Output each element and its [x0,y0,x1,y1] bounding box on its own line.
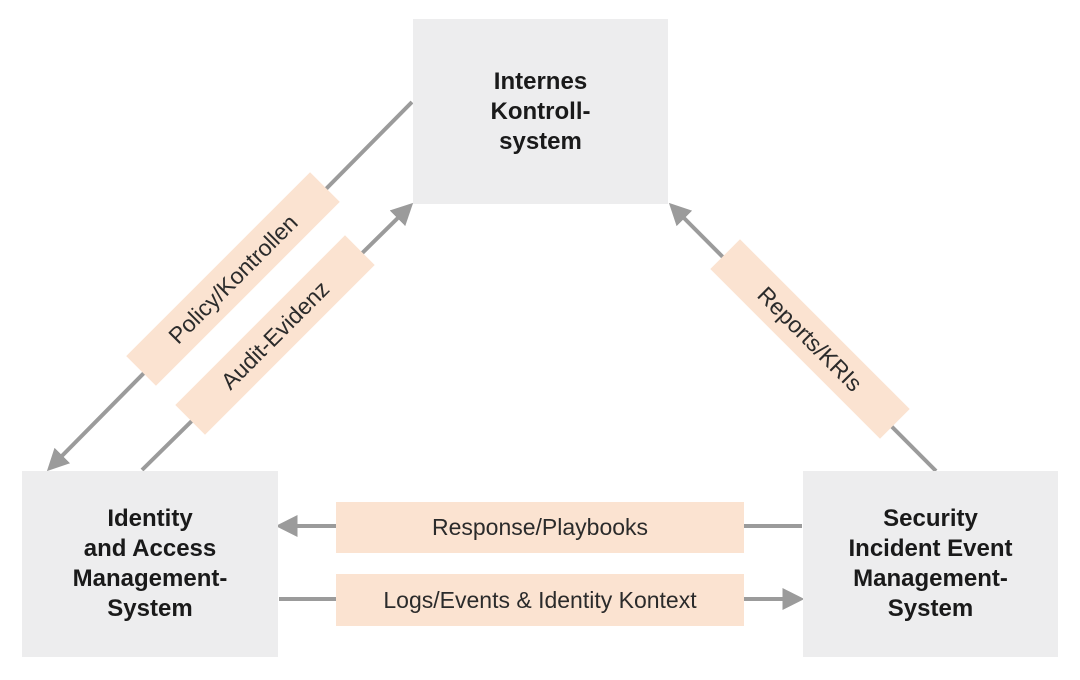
flow-label-response: Response/Playbooks [336,502,744,553]
siem-line-3: Management- [853,565,1008,592]
ics-line-3: system [499,127,582,155]
siem-line-2: Incident Event [848,535,1013,562]
node-internes-kontrollsystem: Internes Kontroll- system [413,19,668,204]
iam-line-3: Management- [72,565,228,592]
node-iam-system: Identity and Access Management- System [22,471,278,657]
iam-line-1: Identity [107,505,193,532]
siem-line-4: System [887,595,974,622]
node-siem-system: Security Incident Event Management- Syst… [803,471,1058,657]
flow-label-logs: Logs/Events & Identity Kontext [336,574,744,626]
iam-line-2: and Access [83,535,217,562]
iam-line-4: System [107,595,193,622]
ics-line-2: Kontroll- [490,97,591,125]
siem-line-1: Security [883,505,978,532]
ics-line-1: Internes [493,67,588,95]
